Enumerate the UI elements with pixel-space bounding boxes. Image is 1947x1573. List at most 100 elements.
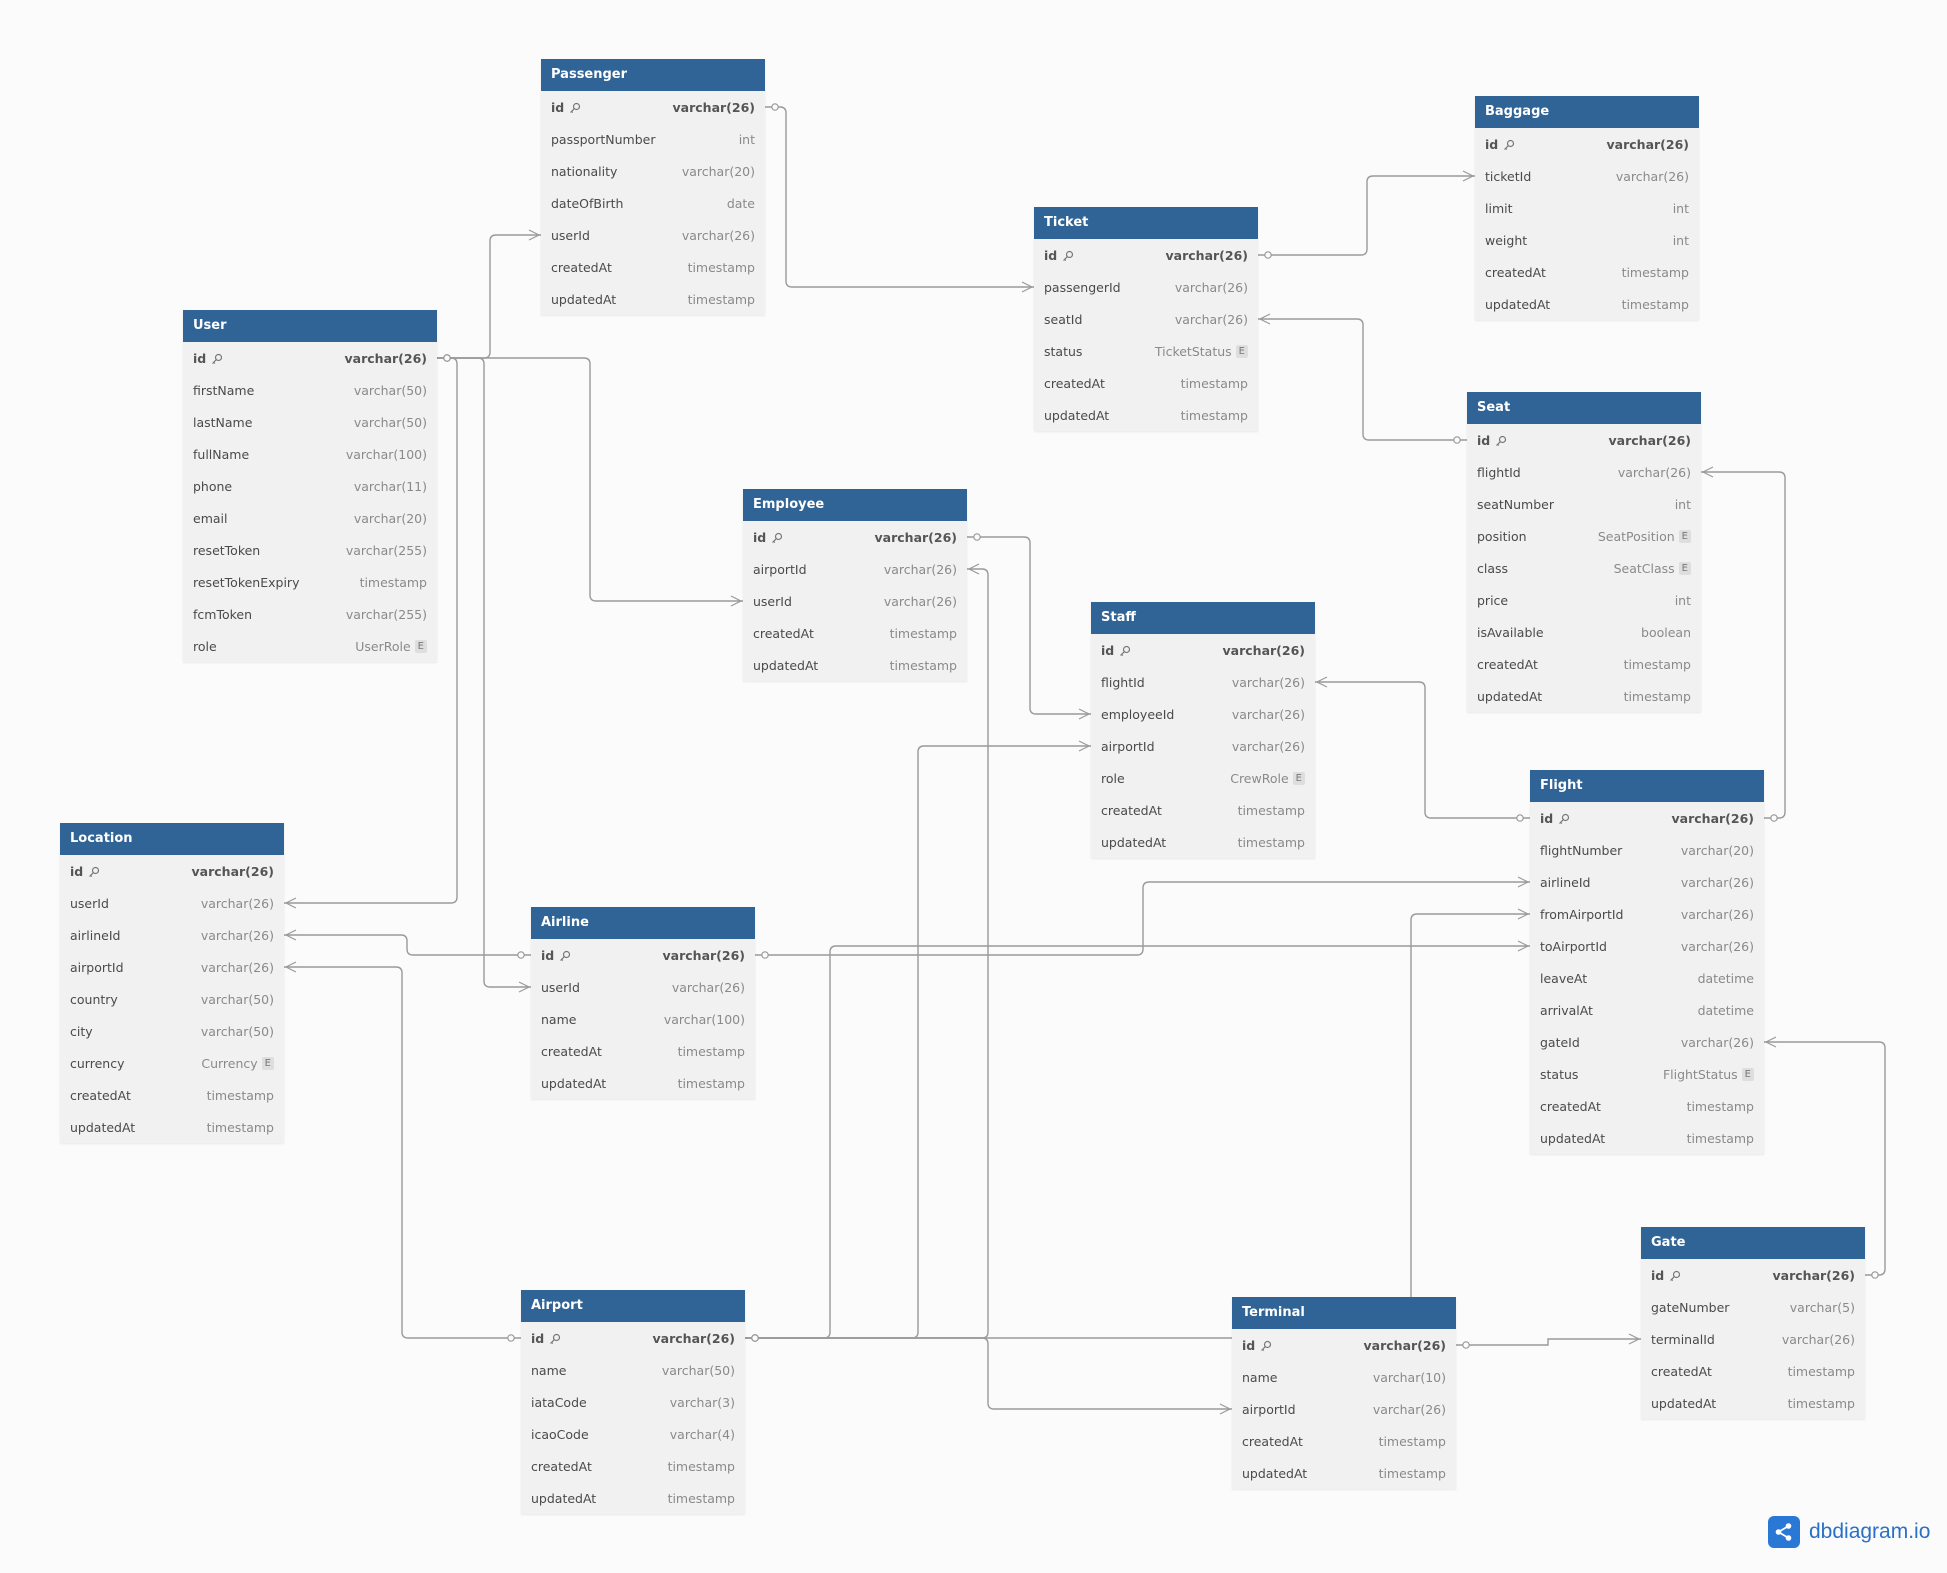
table-header[interactable]: Airport bbox=[521, 1290, 745, 1322]
enum-badge[interactable]: E bbox=[1678, 529, 1691, 543]
relation-terminal-airportId[interactable] bbox=[745, 1334, 1232, 1415]
enum-badge[interactable]: E bbox=[1292, 771, 1305, 785]
relation-passenger-userId[interactable] bbox=[437, 229, 541, 362]
relation-baggage-ticketId[interactable] bbox=[1258, 170, 1475, 259]
relation-location-airlineId[interactable] bbox=[284, 929, 531, 959]
enum-badge[interactable]: E bbox=[1741, 1067, 1754, 1081]
brand-watermark[interactable]: dbdiagram.io bbox=[1768, 1514, 1930, 1550]
relation-flight-fromAirportId[interactable] bbox=[745, 908, 1530, 1342]
table-header[interactable]: Seat bbox=[1467, 392, 1701, 424]
relation-airline-userId[interactable] bbox=[437, 354, 531, 993]
relation-flight-toAirportId[interactable] bbox=[745, 940, 1530, 1342]
relation-gate-terminalId[interactable] bbox=[1456, 1333, 1641, 1349]
enum-badge[interactable]: E bbox=[1235, 344, 1248, 358]
enum-badge[interactable]: E bbox=[414, 639, 427, 653]
relation-seat-flightId[interactable] bbox=[1701, 466, 1786, 822]
relation-location-airportId[interactable] bbox=[284, 961, 521, 1342]
table-header[interactable]: Employee bbox=[743, 489, 967, 521]
table-header[interactable]: Airline bbox=[531, 907, 755, 939]
table-header[interactable]: Passenger bbox=[541, 59, 765, 91]
table-header[interactable]: Location bbox=[60, 823, 284, 855]
table-header[interactable]: Gate bbox=[1641, 1227, 1865, 1259]
table-header[interactable]: Staff bbox=[1091, 602, 1315, 634]
table-header[interactable]: Baggage bbox=[1475, 96, 1699, 128]
relation-ticket-passengerId[interactable] bbox=[765, 103, 1034, 293]
relation-staff-employeeId[interactable] bbox=[967, 533, 1091, 720]
relation-staff-airportId[interactable] bbox=[745, 740, 1091, 1342]
table-header[interactable]: Terminal bbox=[1232, 1297, 1456, 1329]
relation-ticket-seatId[interactable] bbox=[1258, 313, 1467, 444]
